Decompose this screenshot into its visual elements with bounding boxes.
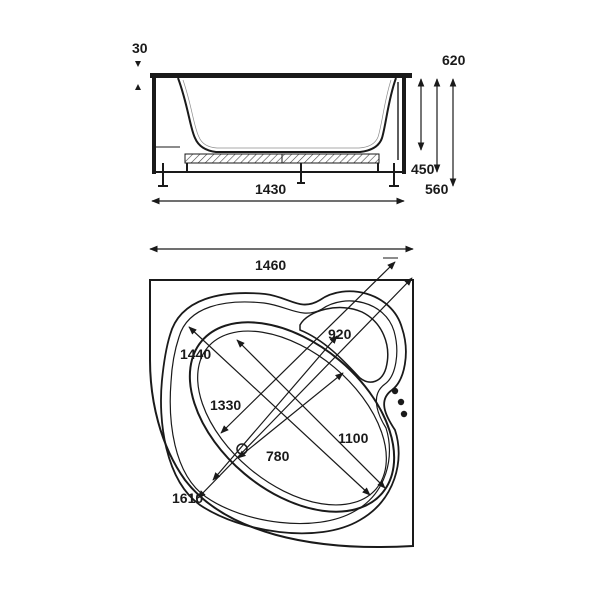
label-diagonal-outer: 1610 bbox=[172, 490, 203, 506]
side-legs bbox=[158, 163, 399, 187]
dim-basin-diagonal-line bbox=[236, 339, 386, 489]
side-view bbox=[135, 61, 457, 205]
side-tub-profile bbox=[177, 77, 397, 153]
plan-jets bbox=[391, 387, 408, 418]
plan-rim-inner bbox=[169, 300, 398, 525]
label-rim-thickness: 30 bbox=[132, 40, 148, 56]
jet bbox=[397, 398, 405, 406]
label-basin-width: 780 bbox=[266, 448, 290, 464]
side-right-wall bbox=[402, 78, 406, 174]
label-outer-height: 560 bbox=[425, 181, 449, 197]
jet bbox=[400, 410, 408, 418]
side-left-wall bbox=[152, 78, 156, 174]
jet bbox=[391, 387, 399, 395]
label-basin-diagonal: 1100 bbox=[338, 430, 369, 446]
label-corner-span: 920 bbox=[328, 326, 352, 342]
label-inner-length: 1440 bbox=[180, 346, 211, 362]
label-inner-height: 450 bbox=[411, 161, 435, 177]
side-rim bbox=[150, 73, 412, 78]
plan-basin-outer bbox=[188, 321, 396, 513]
label-total-height: 620 bbox=[442, 52, 466, 68]
dim-diagonal-outer-line bbox=[197, 277, 413, 499]
label-overall-width: 1460 bbox=[255, 257, 286, 273]
plan-view bbox=[149, 245, 414, 549]
dim-rim-thickness bbox=[135, 61, 141, 90]
label-length: 1430 bbox=[255, 181, 286, 197]
side-tub-inner-line bbox=[182, 79, 392, 149]
dim-corner-span-line bbox=[220, 261, 396, 434]
dim-basin-width-line bbox=[237, 372, 344, 459]
plan-headrest bbox=[299, 306, 389, 383]
label-basin-length: 1330 bbox=[210, 397, 241, 413]
